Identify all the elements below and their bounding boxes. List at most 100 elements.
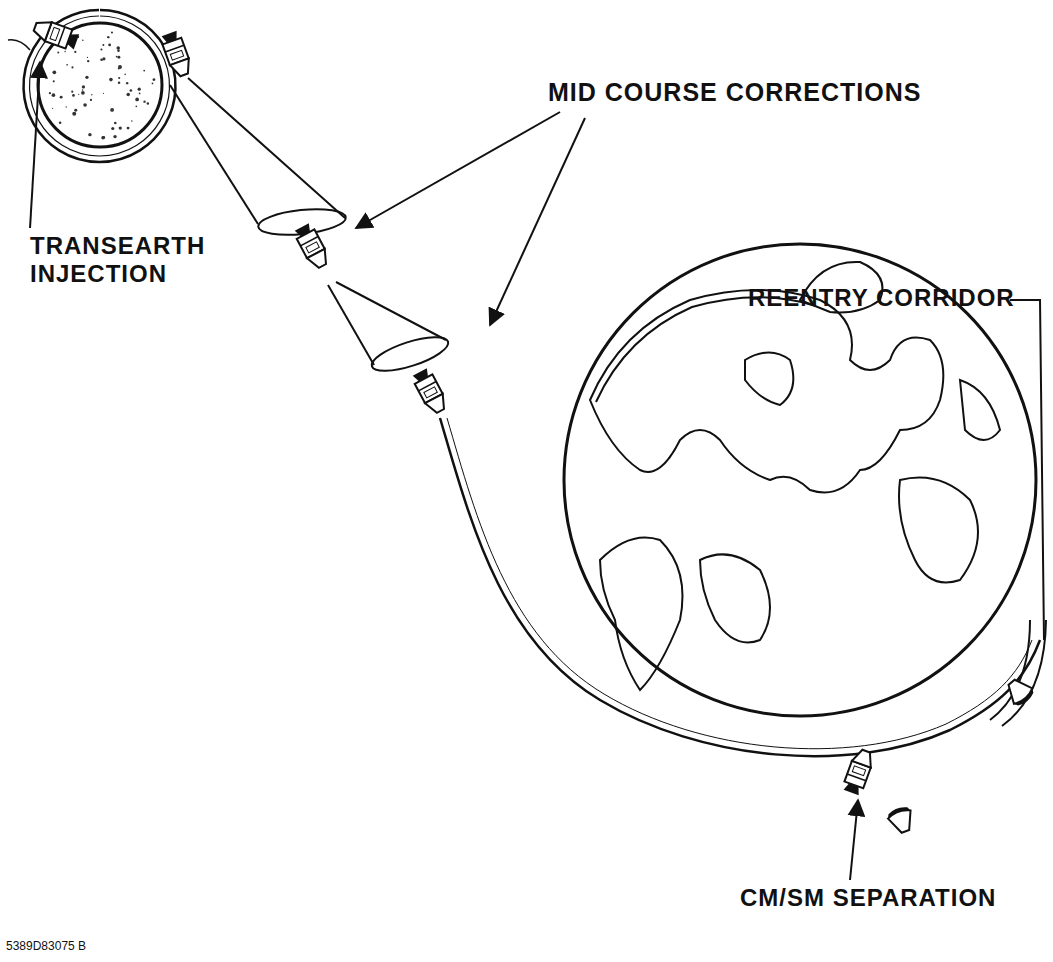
moon-crater xyxy=(124,74,126,76)
moon-crater xyxy=(143,100,145,102)
moon-crater xyxy=(53,71,57,75)
moon-crater xyxy=(57,51,59,53)
moon-crater xyxy=(126,93,130,97)
illustration-part xyxy=(899,478,978,583)
moon-crater xyxy=(85,76,88,79)
moon-crater xyxy=(118,77,120,79)
continent-outlines xyxy=(590,262,1000,690)
illustration-part xyxy=(30,62,40,228)
return-trajectory xyxy=(440,418,1040,756)
moon-crater xyxy=(52,93,56,97)
moon-crater xyxy=(52,108,53,109)
illustration-part xyxy=(1010,300,1044,640)
moon-crater xyxy=(126,82,128,84)
callout-label: CM/SM SEPARATION xyxy=(740,884,996,912)
moon-crater xyxy=(90,99,92,101)
moon-crater xyxy=(114,122,117,125)
moon-crater xyxy=(131,120,132,121)
illustration-part xyxy=(188,78,345,218)
moon-crater xyxy=(87,60,89,62)
moon-crater xyxy=(72,112,76,116)
moon-crater xyxy=(81,91,85,95)
moon-crater xyxy=(60,96,63,99)
moon-crater xyxy=(135,98,139,102)
illustration-part xyxy=(700,554,770,642)
moon-crater xyxy=(127,127,130,130)
illustration-part xyxy=(328,285,374,365)
moon-crater xyxy=(78,94,79,95)
moon-crater xyxy=(91,94,92,95)
moon-crater xyxy=(139,93,141,95)
illustration-part xyxy=(170,85,258,224)
spacecraft xyxy=(32,17,80,51)
moon-crater xyxy=(117,56,120,59)
moon-crater xyxy=(118,82,120,84)
moon-crater xyxy=(101,136,105,140)
moon-crater xyxy=(82,85,85,88)
moon-crater xyxy=(87,57,88,58)
moon-crater xyxy=(88,133,91,136)
moon-crater xyxy=(83,103,87,107)
correction-cone xyxy=(328,282,452,378)
illustration-part xyxy=(590,290,943,493)
spacecraft xyxy=(160,30,194,78)
catalog-number: 5389D83075 B xyxy=(6,940,86,954)
moon-crater xyxy=(147,102,149,104)
moon-crater xyxy=(111,127,114,130)
illustration-part xyxy=(600,538,683,691)
reentry-corridor xyxy=(1002,620,1046,726)
moon-crater xyxy=(143,70,145,72)
orbit-trail xyxy=(8,40,30,50)
moon-crater xyxy=(74,109,77,112)
return-trajectory xyxy=(447,418,1032,749)
moon-crater xyxy=(118,65,122,69)
moon-crater xyxy=(100,48,102,50)
moon-crater xyxy=(82,39,84,41)
lunar-orbit xyxy=(24,10,176,162)
moon-crater xyxy=(111,31,113,33)
moon-crater xyxy=(119,126,122,129)
moon-crater xyxy=(108,43,111,46)
moon-crater xyxy=(116,46,120,50)
illustration-part xyxy=(356,112,560,228)
illustration-part xyxy=(368,330,452,378)
moon-crater xyxy=(66,64,68,66)
moon-crater xyxy=(135,106,137,108)
moon-crater xyxy=(64,51,65,52)
lunar-orbit xyxy=(30,16,170,156)
illustration-part xyxy=(336,282,446,340)
command-module xyxy=(1002,675,1036,709)
moon-crater xyxy=(71,91,73,93)
moon-crater xyxy=(138,88,141,91)
moon-crater xyxy=(110,108,114,112)
moon-crater xyxy=(113,135,116,138)
moon-crater xyxy=(71,66,73,68)
moon-crater xyxy=(153,79,154,80)
moon-crater xyxy=(130,89,133,92)
illustration-part xyxy=(960,380,1000,440)
moon-crater xyxy=(72,94,75,97)
illustration-part xyxy=(596,297,816,402)
moon-crater xyxy=(66,106,67,107)
moon-crater xyxy=(103,93,104,94)
moon-crater xyxy=(109,78,113,82)
correction-cone xyxy=(170,78,347,239)
moon-crater xyxy=(49,92,51,94)
moon-crater xyxy=(107,36,109,38)
moon-crater xyxy=(59,121,62,124)
illustration-part xyxy=(745,353,793,406)
command-module xyxy=(886,804,917,835)
spacecraft xyxy=(842,748,876,796)
illustration-part xyxy=(564,244,1036,716)
moon-crater xyxy=(102,136,105,139)
moon-crater xyxy=(152,83,154,85)
illustration-part xyxy=(490,118,585,325)
callout-label: MID COURSE CORRECTIONS xyxy=(548,78,921,107)
earth xyxy=(564,244,1036,716)
spacecraft xyxy=(411,367,449,415)
moon-crater xyxy=(74,51,76,53)
leader-lines xyxy=(30,62,1044,880)
moon-crater xyxy=(102,57,105,60)
